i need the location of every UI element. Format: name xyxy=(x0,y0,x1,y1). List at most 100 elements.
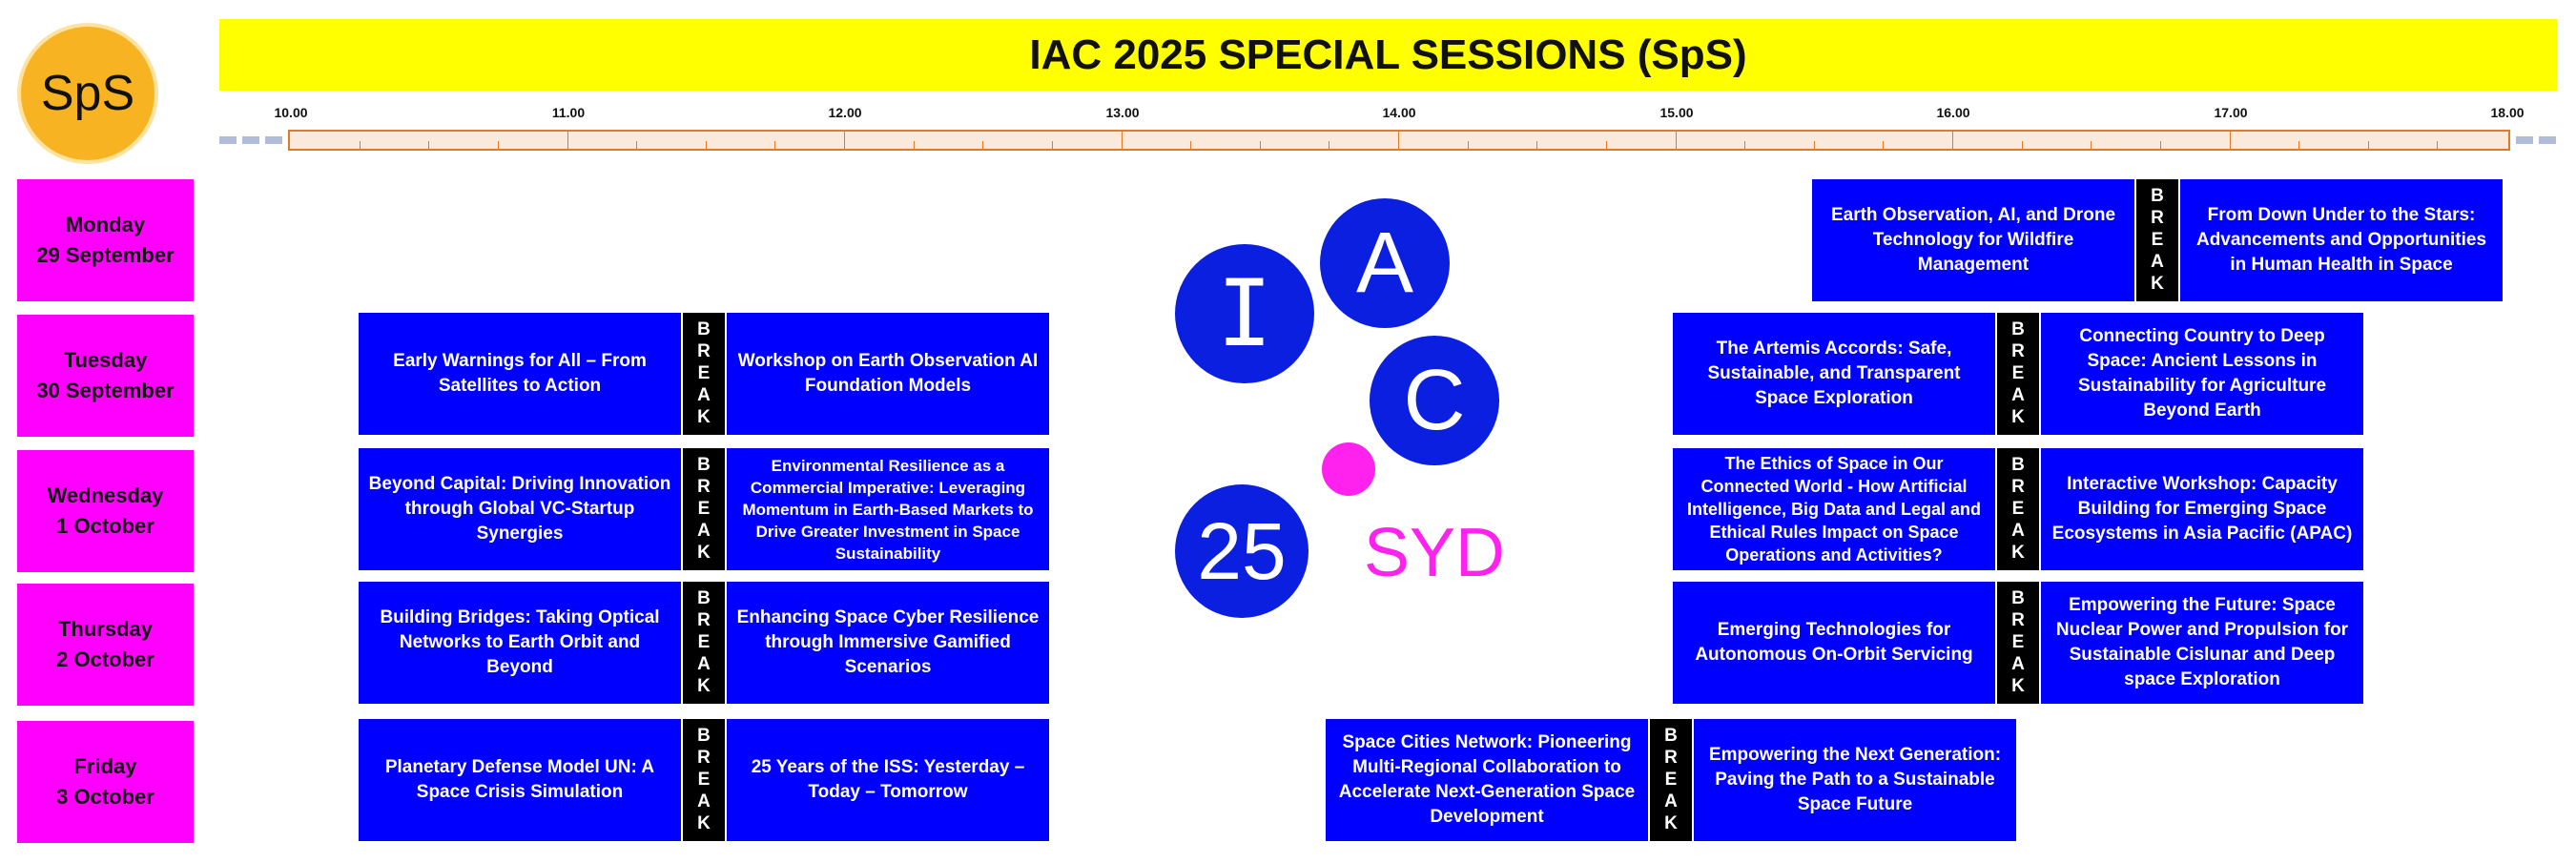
ruler-tick xyxy=(359,141,361,149)
ruler-tick xyxy=(1883,141,1885,149)
session-title: Beyond Capital: Driving Innovation throu… xyxy=(368,474,671,544)
break-letter: K xyxy=(2011,676,2025,697)
session-block[interactable]: Building Bridges: Taking Optical Network… xyxy=(359,582,681,704)
session-title: Connecting Country to Deep Space: Ancien… xyxy=(2077,326,2327,421)
session-block[interactable]: Emerging Technologies for Autonomous On-… xyxy=(1673,582,1995,704)
ruler-tick xyxy=(1605,141,1607,149)
session-title: Space Cities Network: Pioneering Multi-R… xyxy=(1338,732,1636,827)
break-letter: E xyxy=(697,362,711,383)
sps-logo: SpS xyxy=(21,27,155,160)
session-block[interactable]: Enhancing Space Cyber Resilience through… xyxy=(727,582,1049,704)
break-letter: A xyxy=(1664,791,1678,812)
session-block[interactable]: Connecting Country to Deep Space: Ancien… xyxy=(2041,313,2363,435)
session-block[interactable]: Space Cities Network: Pioneering Multi-R… xyxy=(1326,719,1648,841)
session-block[interactable]: Workshop on Earth Observation AI Foundat… xyxy=(727,313,1049,435)
day-date: 1 October xyxy=(56,514,155,538)
tick-label: 18.00 xyxy=(2490,105,2524,120)
session-block[interactable]: Beyond Capital: Driving Innovation throu… xyxy=(359,448,681,570)
session-block[interactable]: Earth Observation, AI, and Drone Technol… xyxy=(1812,179,2134,301)
break-letter: R xyxy=(697,609,711,630)
session-title: Empowering the Next Generation: Paving t… xyxy=(1708,745,2002,814)
break-letter: A xyxy=(2011,385,2025,406)
session-block[interactable]: Environmental Resilience as a Commercial… xyxy=(727,448,1049,570)
iac-logo-dot xyxy=(1322,442,1375,496)
break-letter: B xyxy=(2151,185,2164,206)
break-letter: K xyxy=(697,407,711,428)
day-date: 30 September xyxy=(36,379,175,402)
timeline: 10.00 11.00 12.00 13.00 14.00 15.00 16.0… xyxy=(219,105,2557,153)
track-dash xyxy=(2516,136,2533,144)
break-letter: B xyxy=(2011,454,2025,475)
timeline-ruler xyxy=(288,130,2510,151)
break-letter: A xyxy=(697,791,711,812)
ruler-tick xyxy=(1675,132,1677,149)
tick-label: 13.00 xyxy=(1105,105,1140,120)
ruler-tick xyxy=(1813,141,1815,149)
session-block[interactable]: Empowering the Future: Space Nuclear Pow… xyxy=(2041,582,2363,704)
day-label-thursday: Thursday 2 October xyxy=(17,584,194,706)
break-letter: A xyxy=(697,521,711,542)
break-letter: B xyxy=(697,454,711,475)
break-letter: E xyxy=(1664,769,1678,790)
session-title: Enhancing Space Cyber Resilience through… xyxy=(736,607,1040,677)
day-label-tuesday: Tuesday 30 September xyxy=(17,315,194,437)
day-name: Thursday xyxy=(57,617,154,641)
break-letter: A xyxy=(2011,521,2025,542)
iac-letter-c: C xyxy=(1403,352,1466,448)
break-letter: R xyxy=(697,747,711,768)
day-label-friday: Friday 3 October xyxy=(17,721,194,843)
break-letter: B xyxy=(1664,725,1678,746)
session-block[interactable]: Early Warnings for All – From Satellites… xyxy=(359,313,681,435)
break-letter: K xyxy=(2151,274,2164,295)
session-title: Environmental Resilience as a Commercial… xyxy=(742,456,1034,563)
iac-letter-i: I xyxy=(1217,260,1272,367)
session-block[interactable]: Empowering the Next Generation: Paving t… xyxy=(1694,719,2016,841)
break-letter: R xyxy=(697,476,711,497)
tick-label: 16.00 xyxy=(1936,105,1970,120)
session-title: The Ethics of Space in Our Connected Wor… xyxy=(1686,454,1982,565)
tick-label: 14.00 xyxy=(1382,105,1416,120)
break-letter: E xyxy=(697,769,711,790)
break-letter: B xyxy=(2011,318,2025,339)
session-block[interactable]: Interactive Workshop: Capacity Building … xyxy=(2041,448,2363,570)
ruler-tick xyxy=(1952,132,1953,149)
iac-logo-circle-i: I xyxy=(1175,244,1314,383)
session-title: Emerging Technologies for Autonomous On-… xyxy=(1695,620,1973,665)
ruler-tick xyxy=(428,141,430,149)
iac-year: 25 xyxy=(1197,505,1287,596)
session-title: Earth Observation, AI, and Drone Technol… xyxy=(1830,205,2116,275)
ruler-tick xyxy=(982,141,984,149)
page-title: IAC 2025 SPECIAL SESSIONS (SpS) xyxy=(1029,31,1747,78)
session-title: Planetary Defense Model UN: A Space Cris… xyxy=(384,757,655,802)
break-letter: A xyxy=(697,654,711,675)
ruler-tick xyxy=(2021,141,2023,149)
ruler-tick xyxy=(844,132,845,149)
session-block[interactable]: The Artemis Accords: Safe, Sustainable, … xyxy=(1673,313,1995,435)
day-date: 3 October xyxy=(56,785,155,809)
break-letter: R xyxy=(2011,476,2025,497)
day-label-monday: Monday 29 September xyxy=(17,179,194,301)
break-letter: B xyxy=(2011,587,2025,608)
session-block[interactable]: The Ethics of Space in Our Connected Wor… xyxy=(1673,448,1995,570)
ruler-tick xyxy=(1744,141,1746,149)
tick-label: 11.00 xyxy=(551,105,586,120)
ruler-tick xyxy=(913,141,915,149)
sps-logo-text: SpS xyxy=(40,66,135,121)
session-block[interactable]: From Down Under to the Stars: Advancemen… xyxy=(2180,179,2503,301)
session-title: From Down Under to the Stars: Advancemen… xyxy=(2195,205,2487,275)
tick-label: 12.00 xyxy=(828,105,862,120)
break-letter: E xyxy=(697,498,711,519)
session-block[interactable]: 25 Years of the ISS: Yesterday – Today –… xyxy=(727,719,1049,841)
session-title: Building Bridges: Taking Optical Network… xyxy=(380,607,660,677)
break-letter: A xyxy=(2151,252,2164,273)
session-block[interactable]: Planetary Defense Model UN: A Space Cris… xyxy=(359,719,681,841)
day-label-wednesday: Wednesday 1 October xyxy=(17,450,194,572)
ruler-tick xyxy=(1398,132,1399,149)
day-name: Monday xyxy=(65,213,146,236)
break-letter: A xyxy=(697,385,711,406)
day-date: 2 October xyxy=(56,647,155,671)
break-letter: K xyxy=(697,543,711,564)
